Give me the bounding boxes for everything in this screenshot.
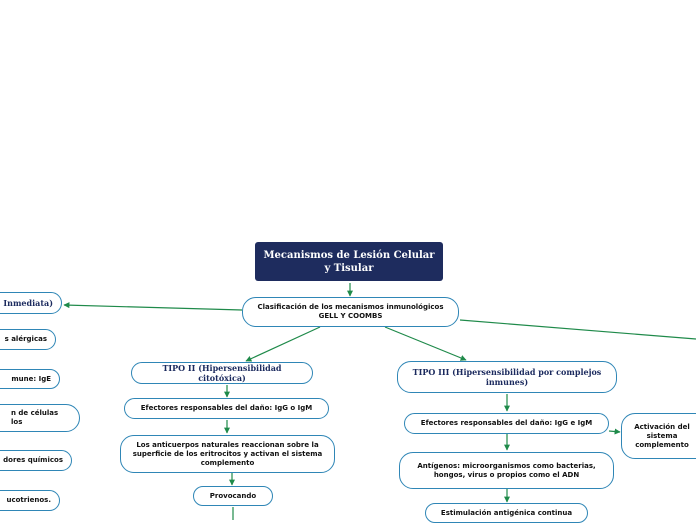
provocando-text: Provocando	[209, 491, 257, 500]
type3-complement-node[interactable]: Activación del sistema complemento	[621, 413, 696, 459]
type1-item-text: s alérgicas	[4, 335, 47, 343]
type1-item-text: ucotrienos.	[6, 496, 51, 504]
type3-stimulation-node[interactable]: Estimulación antigénica continua	[425, 503, 588, 523]
type2-antibodies-text: Los anticuerpos naturales reaccionan sob…	[132, 440, 323, 467]
type1-item-0[interactable]: s alérgicas	[0, 329, 56, 350]
provocando-node[interactable]: Provocando	[193, 486, 273, 506]
type2-node[interactable]: TIPO II (Hipersensibilidad citotóxica)	[131, 362, 313, 384]
type2-label: TIPO II (Hipersensibilidad citotóxica)	[162, 363, 282, 383]
type1-item-4[interactable]: ucotrienos.	[0, 490, 60, 511]
type1-item-text: dores químicos	[3, 456, 63, 464]
edge-classification-type3	[384, 326, 467, 361]
type1-item-1[interactable]: mune: IgE	[0, 369, 60, 389]
edge-classification-type4	[459, 319, 696, 340]
type1-node[interactable]: Inmediata)	[0, 292, 62, 314]
type1-item-3[interactable]: dores químicos	[0, 450, 72, 471]
type3-stimulation-text: Estimulación antigénica continua	[440, 508, 573, 517]
classification-label: Clasificación de los mecanismos inmunoló…	[257, 303, 444, 320]
type3-effectors-text: Efectores responsables del daño: IgG e I…	[420, 419, 593, 427]
edge-classification-type1	[63, 302, 243, 311]
edge-type3-complement	[608, 428, 621, 435]
root-title: Mecanismos de Lesión Celular y Tisular	[263, 249, 435, 274]
type3-effectors-node[interactable]: Efectores responsables del daño: IgG e I…	[404, 413, 609, 434]
type3-complement-text: Activación del sistema complemento	[634, 422, 690, 449]
type2-effectors-node[interactable]: Efectores responsables del daño: IgG o I…	[124, 398, 329, 419]
edge-classification-type2	[245, 326, 321, 362]
type1-label: Inmediata)	[3, 298, 53, 308]
type1-item-2[interactable]: n de células los	[0, 404, 80, 432]
classification-node[interactable]: Clasificación de los mecanismos inmunoló…	[242, 297, 459, 327]
type2-antibodies-node[interactable]: Los anticuerpos naturales reaccionan sob…	[120, 435, 335, 473]
type2-effectors-text: Efectores responsables del daño: IgG o I…	[140, 404, 313, 412]
type3-antigens-node[interactable]: Antígenos: microorganismos como bacteria…	[399, 452, 614, 489]
type1-item-text: mune: IgE	[11, 374, 51, 383]
type3-node[interactable]: TIPO III (Hipersensibilidad por complejo…	[397, 361, 617, 393]
type1-item-text: n de células los	[11, 409, 59, 426]
type3-label: TIPO III (Hipersensibilidad por complejo…	[412, 367, 602, 387]
root-node[interactable]: Mecanismos de Lesión Celular y Tisular	[255, 242, 443, 281]
type3-antigens-text: Antígenos: microorganismos como bacteria…	[417, 461, 596, 479]
